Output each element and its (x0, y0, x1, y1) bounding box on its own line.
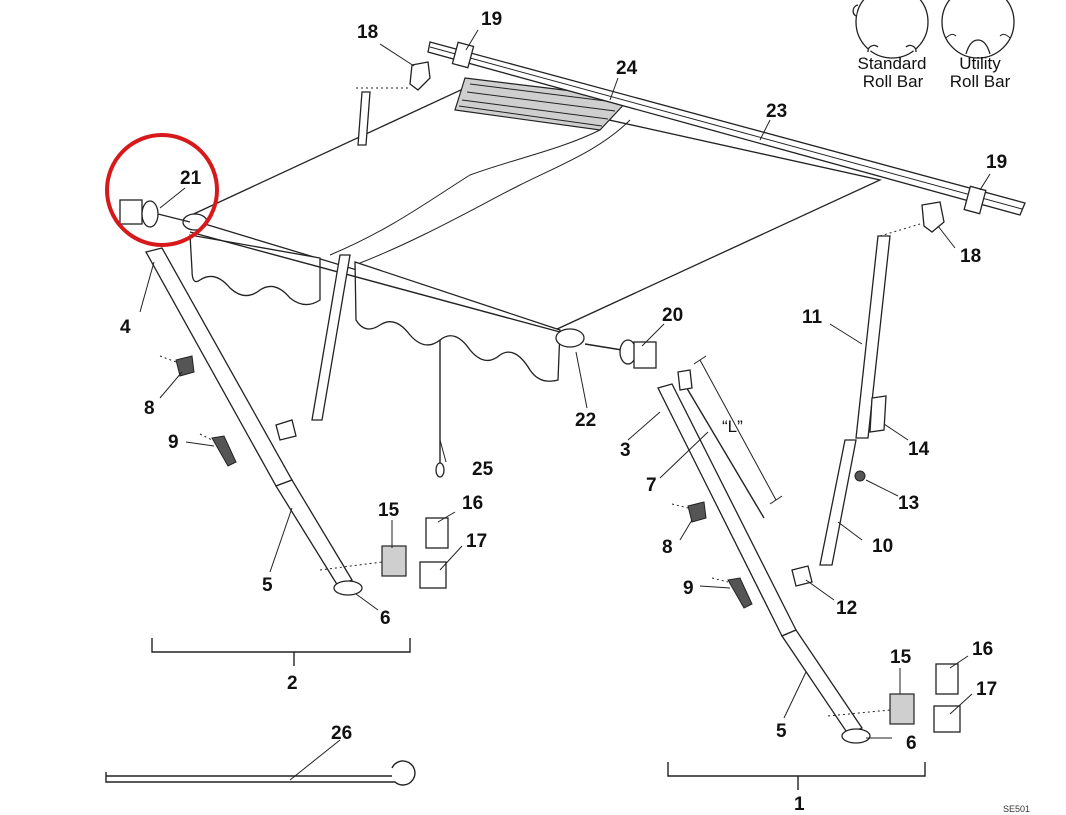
top-bracket-18-left (409, 61, 431, 91)
callout-11: 11 (802, 307, 823, 328)
washer-13 (854, 470, 866, 482)
lever-9-left (211, 435, 237, 467)
end-cap-20 (584, 339, 657, 369)
hook-rod-26 (105, 760, 416, 786)
callout-9-right: 9 (683, 578, 694, 599)
callout-2: 2 (287, 673, 298, 694)
part-callouts: 1 2 3 4 5 5 6 6 7 8 8 9 9 10 11 12 13 14… (120, 9, 1007, 815)
standard-roll-bar-caption-line1: Standard (858, 54, 927, 73)
callout-10: 10 (872, 536, 893, 557)
bracket-15-right (889, 693, 915, 725)
callout-17-left: 17 (466, 531, 487, 552)
callout-8-right: 8 (662, 537, 673, 558)
callout-17-right: 17 (976, 679, 997, 700)
group-bracket-1 (667, 762, 926, 777)
callout-21: 21 (180, 168, 202, 189)
callout-8-left: 8 (144, 398, 155, 419)
length-dimension: “L” (693, 355, 783, 505)
arm-lower-5-right (781, 629, 863, 735)
callout-19-right: 19 (986, 152, 1007, 173)
bracket-17-left (419, 561, 447, 589)
bracket-17-right (933, 705, 961, 733)
foot-6-right (841, 728, 871, 744)
bracket-16-right (935, 663, 959, 695)
rear-arm-right (791, 235, 891, 587)
callout-20: 20 (662, 305, 683, 326)
callout-13: 13 (898, 493, 919, 514)
arm-lower-5 (275, 479, 353, 587)
utility-roll-bar-caption-line2: Roll Bar (950, 72, 1011, 91)
utility-roll-bar-caption-line1: Utility (959, 54, 1001, 73)
bracket-16-left (425, 517, 449, 549)
callout-18-right: 18 (960, 246, 981, 267)
rear-arm-upper-11 (855, 235, 891, 439)
front-arm-left (145, 247, 363, 596)
bracket-8-right (687, 501, 707, 523)
figure-code: SE501 (1003, 804, 1030, 814)
callout-15-right: 15 (890, 647, 912, 668)
group-bracket-2 (151, 638, 411, 653)
foot-6-left (333, 580, 363, 596)
leader-lines (139, 29, 991, 781)
callout-9-left: 9 (168, 432, 179, 453)
callout-16-right: 16 (972, 639, 993, 660)
callout-23: 23 (766, 101, 787, 122)
callout-3: 3 (620, 440, 631, 461)
knob-14 (869, 395, 887, 433)
top-bracket-18-right (921, 201, 945, 233)
rear-arm-left (275, 91, 371, 441)
callout-26: 26 (331, 723, 352, 744)
callout-16-left: 16 (462, 493, 483, 514)
tension-rod-7 (681, 379, 765, 519)
length-label: “L” (722, 417, 743, 436)
callout-5-left: 5 (262, 575, 273, 596)
valance-left (189, 234, 321, 306)
lever-9-right (727, 577, 753, 609)
callout-1: 1 (794, 794, 805, 815)
standard-roll-bar-caption-line2: Roll Bar (863, 72, 924, 91)
awning-fabric (182, 77, 883, 382)
callout-19-left: 19 (481, 9, 502, 30)
callout-12: 12 (836, 598, 857, 619)
highlight-circle (105, 133, 219, 247)
pull-strap-25 (435, 340, 445, 478)
end-cap-21 (119, 199, 191, 228)
standard-roll-bar-profile (852, 0, 929, 59)
bracket-15-left (381, 545, 407, 577)
callout-25: 25 (472, 459, 494, 480)
mount-brackets-right (827, 663, 961, 733)
roll-tube-end (555, 328, 585, 348)
roll-bar-captions: Standard Roll Bar Utility Roll Bar (858, 54, 1011, 91)
callout-7: 7 (646, 475, 657, 496)
callout-4: 4 (120, 317, 131, 338)
valance-right (354, 261, 561, 382)
rail-bracket-19b (963, 185, 987, 215)
rear-arm-lower-10 (819, 439, 857, 566)
mount-brackets-left (319, 517, 449, 589)
callout-6-left: 6 (380, 608, 391, 629)
front-arm-right (657, 369, 871, 744)
callout-24: 24 (616, 58, 638, 79)
callout-18-top: 18 (357, 22, 378, 43)
callout-14: 14 (908, 439, 930, 460)
utility-roll-bar-profile (941, 0, 1015, 59)
callout-6-right: 6 (906, 733, 917, 754)
awning-rail (427, 41, 1026, 216)
bracket-12 (791, 565, 813, 587)
rail-bracket-19a (451, 41, 475, 69)
callout-15-left: 15 (378, 500, 400, 521)
callout-5-right: 5 (776, 721, 787, 742)
bracket-8-left (175, 355, 195, 377)
callout-22: 22 (575, 410, 596, 431)
